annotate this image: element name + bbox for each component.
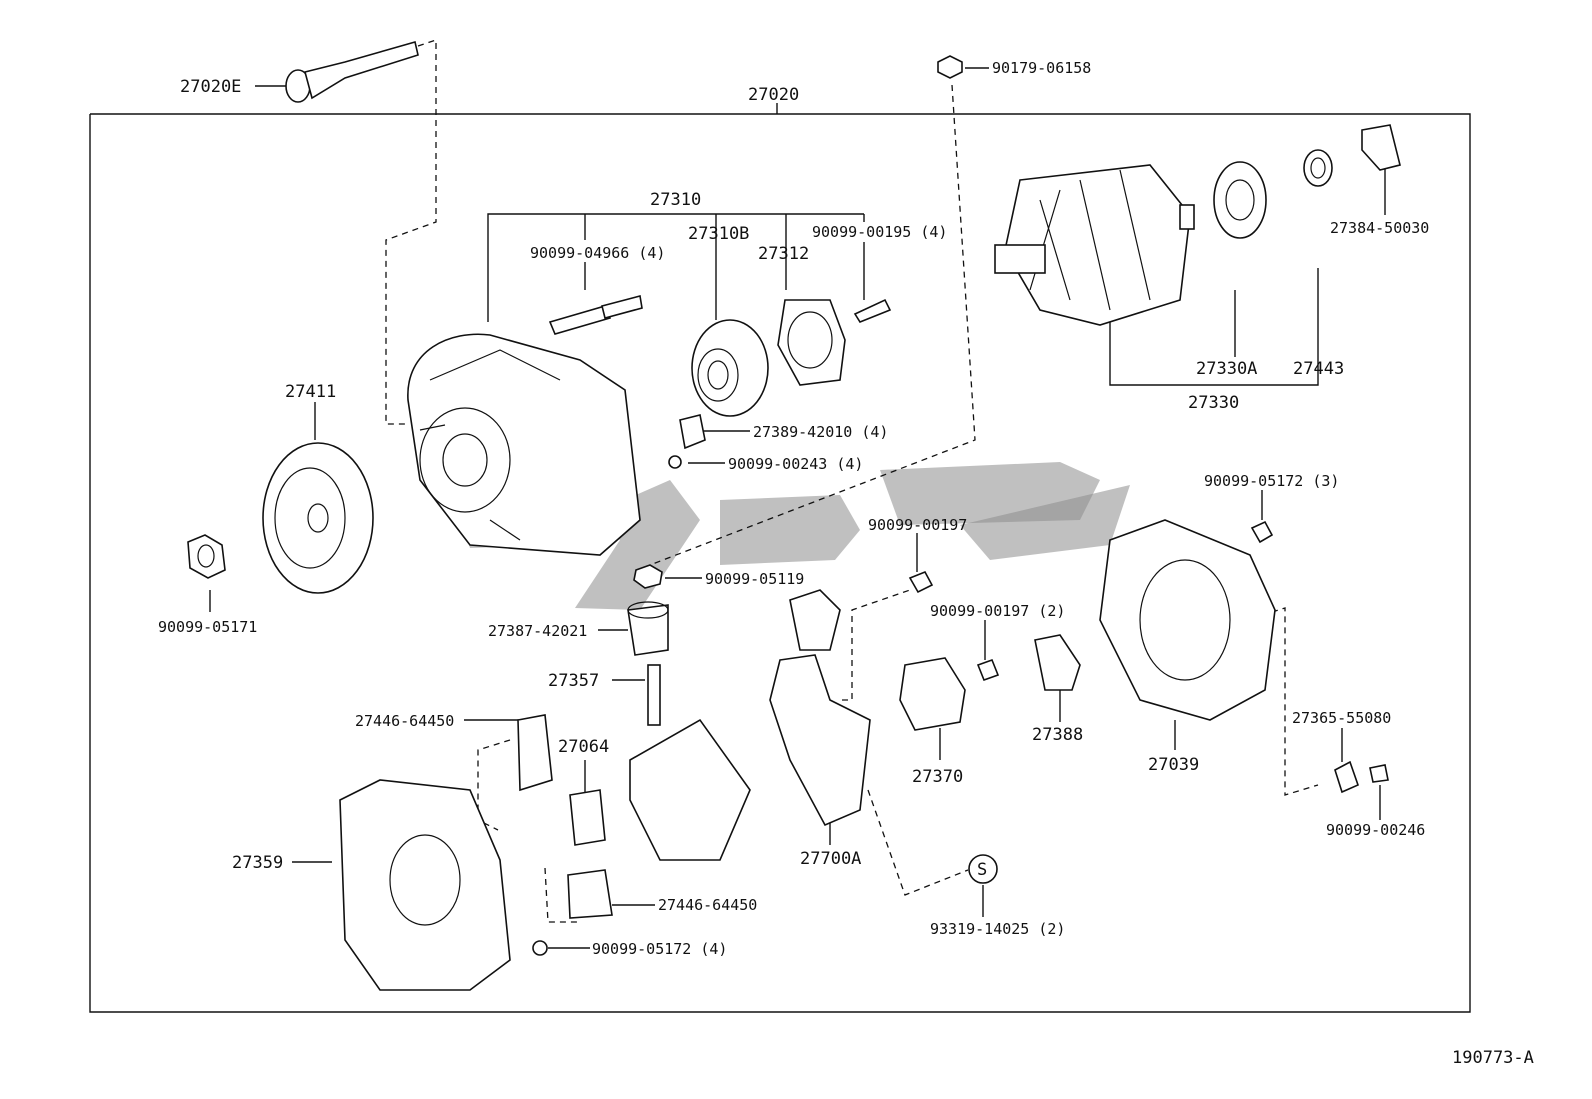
label-90099-05172-4: 90099-05172 (4) [592,940,727,958]
label-27384-50030: 27384-50030 [1330,219,1429,237]
label-27365-55080: 27365-55080 [1292,709,1391,727]
label-27388: 27388 [1032,725,1083,745]
part-drawings [187,40,1401,991]
label-27020e: 27020E [180,77,241,97]
pulley-shape [262,442,374,594]
bolt-27020e-shape [285,40,419,103]
label-27446-64450-top: 27446-64450 [355,712,454,730]
label-27330: 27330 [1188,393,1239,413]
label-27370: 27370 [912,767,963,787]
label-93319-14025: 93319-14025 (2) [930,920,1065,938]
label-90099-05172-3: 90099-05172 (3) [1204,472,1339,490]
label-27359: 27359 [232,853,283,873]
label-90179-06158: 90179-06158 [992,59,1091,77]
label-27357: 27357 [548,671,599,691]
label-90099-05119: 90099-05119 [705,570,804,588]
label-90099-00197: 90099-00197 [868,516,967,534]
assembly-frame [89,103,1471,1013]
label-90099-00197-2: 90099-00197 (2) [930,602,1065,620]
label-27020: 27020 [748,85,799,105]
regulator-shape [769,589,871,827]
label-27312: 27312 [758,244,809,264]
rectifier-shape [629,664,751,861]
label-27330a: 27330A [1196,359,1257,379]
bearing-27310b-shape [691,319,769,417]
label-27310b: 27310B [688,224,749,244]
label-27310: 27310 [650,190,701,210]
label-27389-42010: 27389-42010 (4) [753,423,888,441]
leader-lines [209,39,1386,949]
rotor-shape [994,164,1195,326]
label-90099-00243: 90099-00243 (4) [728,455,863,473]
rear-frame-shape [339,779,511,991]
label-90099-04966: 90099-04966 (4) [530,244,665,262]
label-27446-64450-bottom: 27446-64450 [658,896,757,914]
label-90099-05171: 90099-05171 [158,618,257,636]
label-27064: 27064 [558,737,609,757]
label-27039: 27039 [1148,755,1199,775]
diagram-id: 190773-A [1452,1048,1534,1068]
label-90099-00246: 90099-00246 [1326,821,1425,839]
label-27700a: 27700A [800,849,861,869]
label-27387-42021: 27387-42021 [488,622,587,640]
drive-end-frame-shape [407,333,641,556]
rear-cover-shape [1099,519,1276,721]
label-27443: 27443 [1293,359,1344,379]
label-s-symbol: S [977,860,987,880]
label-90099-00195: 90099-00195 (4) [812,223,947,241]
part-labels: 27020E 27020 90179-06158 27310 90099-049… [158,59,1534,1068]
label-27411: 27411 [285,382,336,402]
